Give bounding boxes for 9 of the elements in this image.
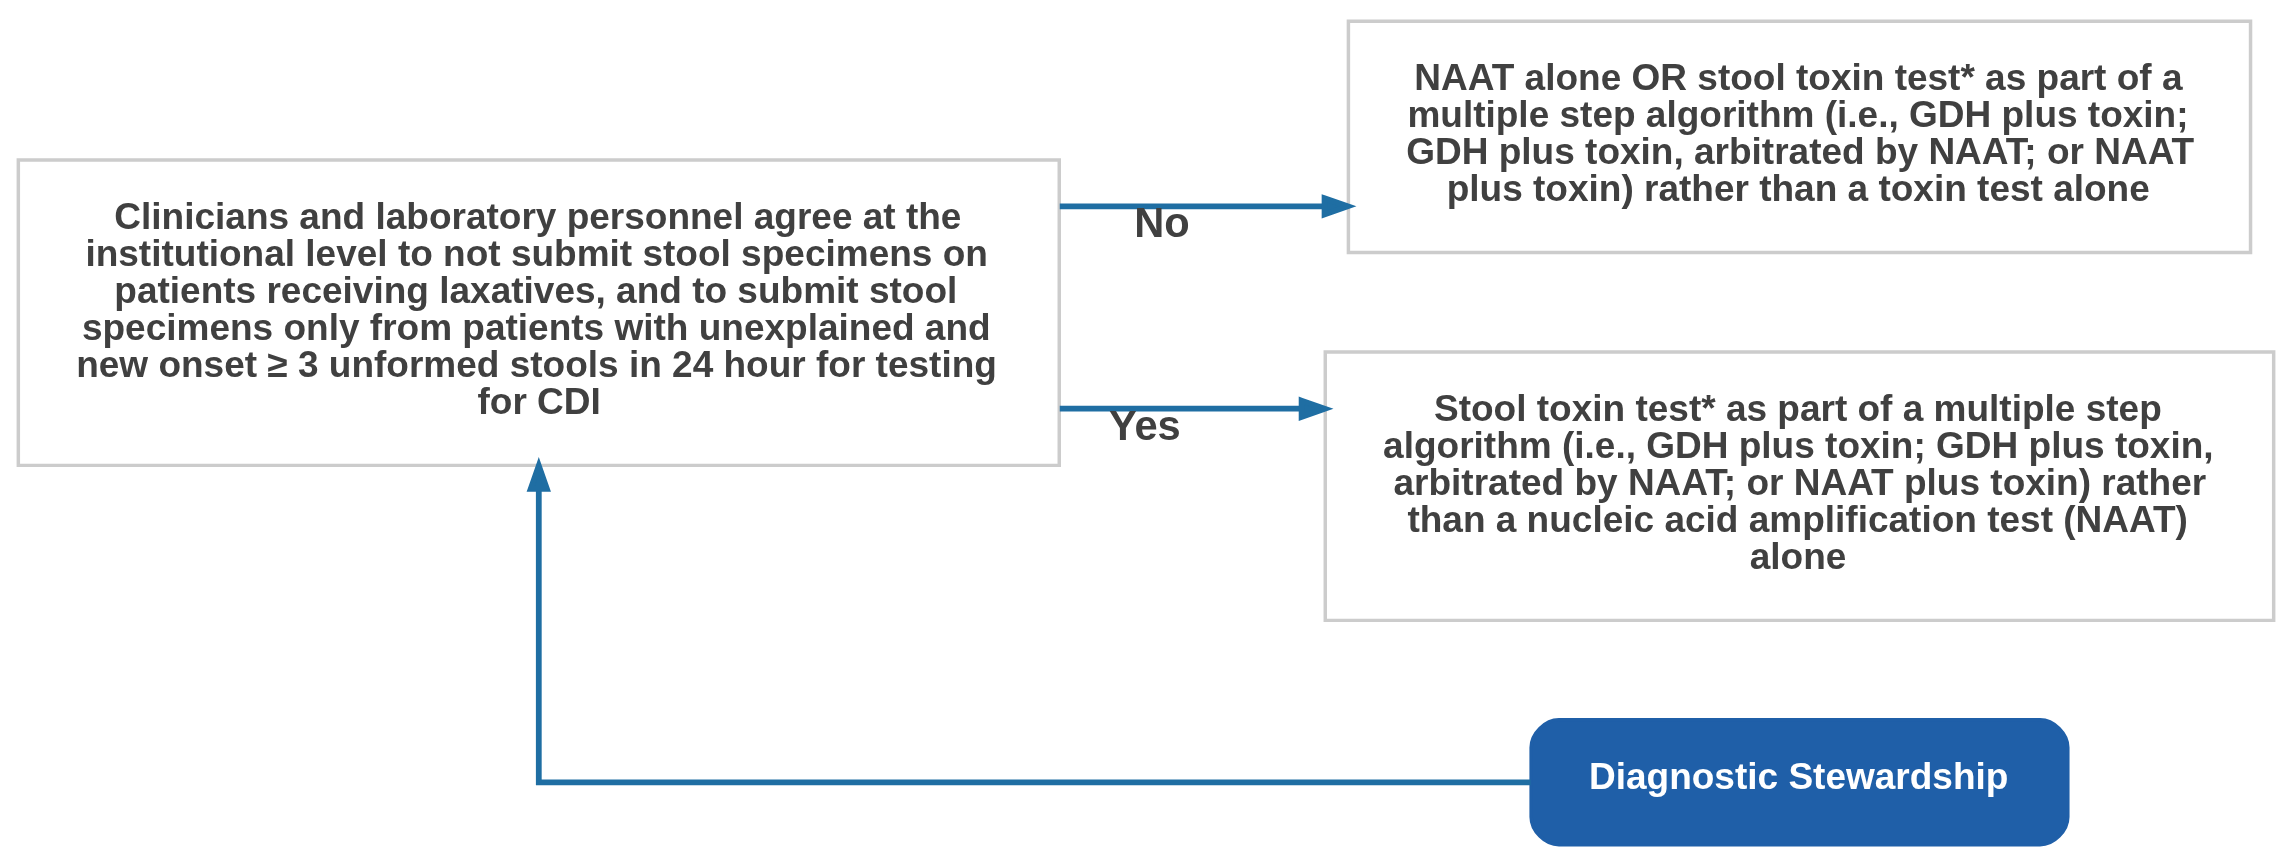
arrow — [526, 456, 1531, 785]
arrow — [1059, 193, 1357, 218]
node-box: Diagnostic Stewardship — [1529, 717, 2070, 846]
node-box: NAAT alone OR stool toxin test* as part of a multiple step algorithm (i.e., GDH plus toxin; GDH plus toxin, arbitrated by NAAT; or NAAT plus toxin) rather than a toxin test alone — [1346, 19, 2253, 254]
arrow — [1059, 396, 1334, 421]
node-box: Clinicians and laboratory personnel agree at the institutional level to not submit stool specimens on patients receiving laxatives, and to submit stool specimens only from patients with unexplained and new onset ≥ 3 unformed stools in 24 hour for testing for CDI — [16, 157, 1061, 467]
edge-label: No — [1134, 198, 1190, 246]
node-box: Stool toxin test* as part of a multiple step algorithm (i.e., GDH plus toxin; GDH plus toxin, arbitrated by NAAT; or NAAT plus toxin) rather than a nucleic acid amplification test (NAAT) alone — [1323, 349, 2276, 622]
edge-label: Yes — [1108, 401, 1181, 449]
